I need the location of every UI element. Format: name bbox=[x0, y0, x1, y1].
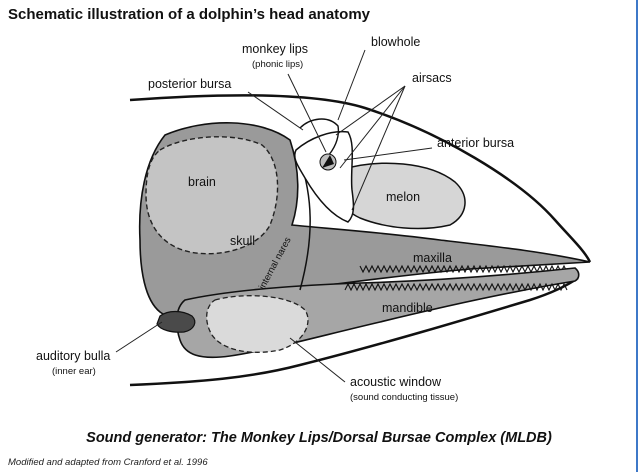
acoustic-window bbox=[206, 295, 309, 353]
label-anterior-bursa: anterior bursa bbox=[437, 136, 514, 150]
nasal-passage bbox=[293, 130, 355, 223]
label-acoustic-window: acoustic window bbox=[350, 375, 442, 389]
accent-bar bbox=[636, 0, 638, 472]
label-mandible: mandible bbox=[382, 301, 433, 315]
caption: Sound generator: The Monkey Lips/Dorsal … bbox=[86, 430, 552, 446]
label-maxilla: maxilla bbox=[413, 251, 452, 265]
label-auditory-bulla: auditory bulla bbox=[36, 349, 110, 363]
label-airsacs: airsacs bbox=[412, 71, 452, 85]
pointer-lines bbox=[115, 49, 433, 383]
label-phonic-lips: (phonic lips) bbox=[252, 59, 303, 70]
label-blowhole: blowhole bbox=[371, 35, 420, 49]
monkey-lips bbox=[322, 155, 334, 168]
label-skull: skull bbox=[230, 234, 255, 248]
mandible-teeth bbox=[344, 282, 568, 292]
maxilla-teeth bbox=[359, 264, 568, 274]
label-brain: brain bbox=[188, 175, 216, 189]
label-posterior-bursa: posterior bursa bbox=[148, 77, 231, 91]
label-monkey-lips: monkey lips bbox=[242, 42, 308, 56]
body-outline-bottom bbox=[129, 276, 579, 387]
auditory-bulla bbox=[156, 310, 196, 333]
airsac-loop bbox=[299, 118, 340, 159]
diagram-title: Schematic illustration of a dolphin’s he… bbox=[8, 6, 371, 23]
credit: Modified and adapted from Cranford et al… bbox=[8, 457, 208, 468]
label-sound-conducting-tissue: (sound conducting tissue) bbox=[350, 392, 458, 403]
label-inner-ear: (inner ear) bbox=[52, 366, 96, 377]
body-outline-top bbox=[129, 94, 592, 263]
brain bbox=[145, 136, 279, 255]
label-melon: melon bbox=[386, 190, 420, 204]
